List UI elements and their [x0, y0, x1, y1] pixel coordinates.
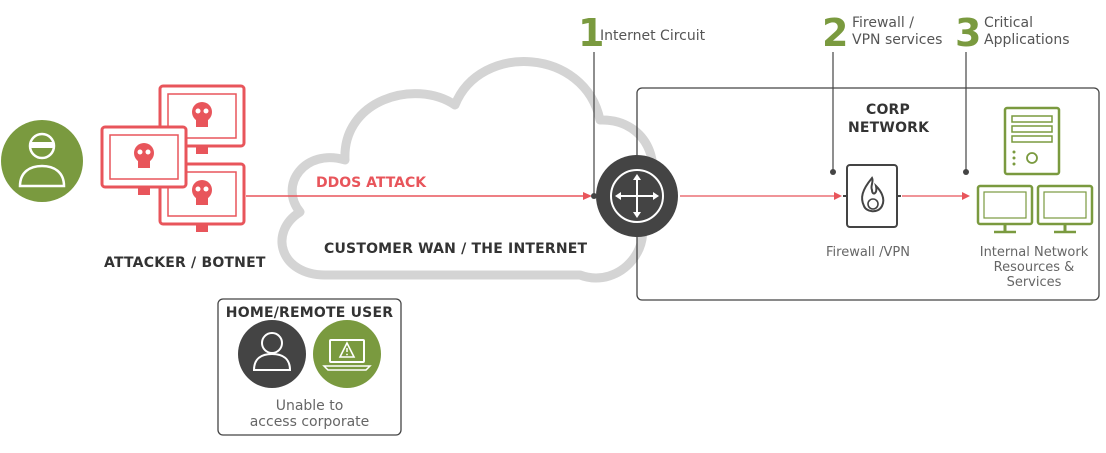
home-user-line2: access corporate [249, 414, 370, 430]
router-icon [596, 155, 678, 237]
server-icon [1003, 106, 1061, 176]
step-3-number: 3 [955, 11, 982, 55]
step-2-label-line1: Firewall / [852, 15, 914, 31]
home-user-line1: Unable to [275, 398, 344, 414]
firewall-flame-icon [843, 164, 901, 228]
workstation-icon [976, 184, 1034, 234]
step-3-label-line1: Critical [984, 15, 1033, 31]
workstation-icon [1036, 184, 1094, 234]
step-1-label: Internet Circuit [600, 28, 706, 44]
home-user-title: HOME/REMOTE USER [225, 305, 394, 321]
internal-label-line2: Resources & [993, 260, 1075, 275]
user-icon [238, 320, 306, 388]
firewall-vpn-label: Firewall /VPN [826, 245, 910, 260]
corp-network-line1: CORP [865, 102, 911, 118]
step-1-number: 1 [578, 11, 605, 55]
internal-label-line1: Internal Network [979, 245, 1089, 260]
skull-monitor-icon [100, 125, 188, 195]
step-2-number: 2 [822, 11, 849, 55]
home-user-box [217, 298, 402, 436]
corp-network-line2: NETWORK [848, 120, 930, 136]
customer-wan-label: CUSTOMER WAN / THE INTERNET [324, 241, 588, 257]
step-3-label-line2: Applications [984, 32, 1070, 48]
attacker-icon [1, 120, 83, 202]
warning-laptop-icon [313, 320, 381, 388]
step-2-label-line2: VPN services [852, 32, 943, 48]
internal-label-line3: Services [1006, 275, 1062, 290]
attacker-label: ATTACKER / BOTNET [104, 255, 266, 271]
ddos-attack-label: DDOS ATTACK [316, 175, 427, 191]
